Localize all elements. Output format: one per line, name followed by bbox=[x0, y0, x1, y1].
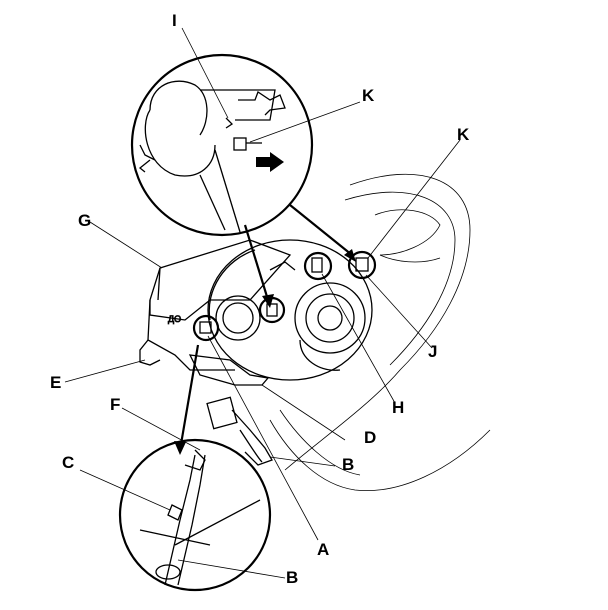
transition-arrows bbox=[174, 204, 356, 455]
steering-wheel-outline bbox=[269, 173, 491, 492]
connector-block bbox=[206, 396, 273, 466]
callout-e: E bbox=[50, 373, 61, 392]
leader-lines bbox=[64, 27, 461, 579]
callout-b-upper: B bbox=[342, 455, 354, 474]
callout-d: D bbox=[364, 428, 376, 447]
callout-j: J bbox=[428, 342, 437, 361]
connector-clip-a bbox=[192, 314, 220, 342]
svg-text:ДО: ДО bbox=[168, 314, 181, 324]
bracket-d bbox=[188, 354, 270, 386]
detail-circle-bottom bbox=[118, 438, 272, 592]
callout-k-upper: K bbox=[362, 86, 375, 105]
callout-k-right: K bbox=[457, 125, 470, 144]
connector-clip-k-center bbox=[258, 296, 286, 324]
steering-hub bbox=[207, 239, 373, 381]
callout-h: H bbox=[392, 398, 404, 417]
callout-c: C bbox=[62, 453, 74, 472]
detail-circle-top bbox=[130, 53, 314, 237]
connector-clip-h bbox=[303, 251, 333, 281]
callout-f: F bbox=[110, 395, 120, 414]
connector-clip-j bbox=[347, 250, 377, 280]
callout-a: A bbox=[317, 540, 329, 559]
callout-i: I bbox=[172, 11, 177, 30]
callout-g: G bbox=[78, 211, 91, 230]
callout-b-lower: B bbox=[286, 568, 298, 587]
